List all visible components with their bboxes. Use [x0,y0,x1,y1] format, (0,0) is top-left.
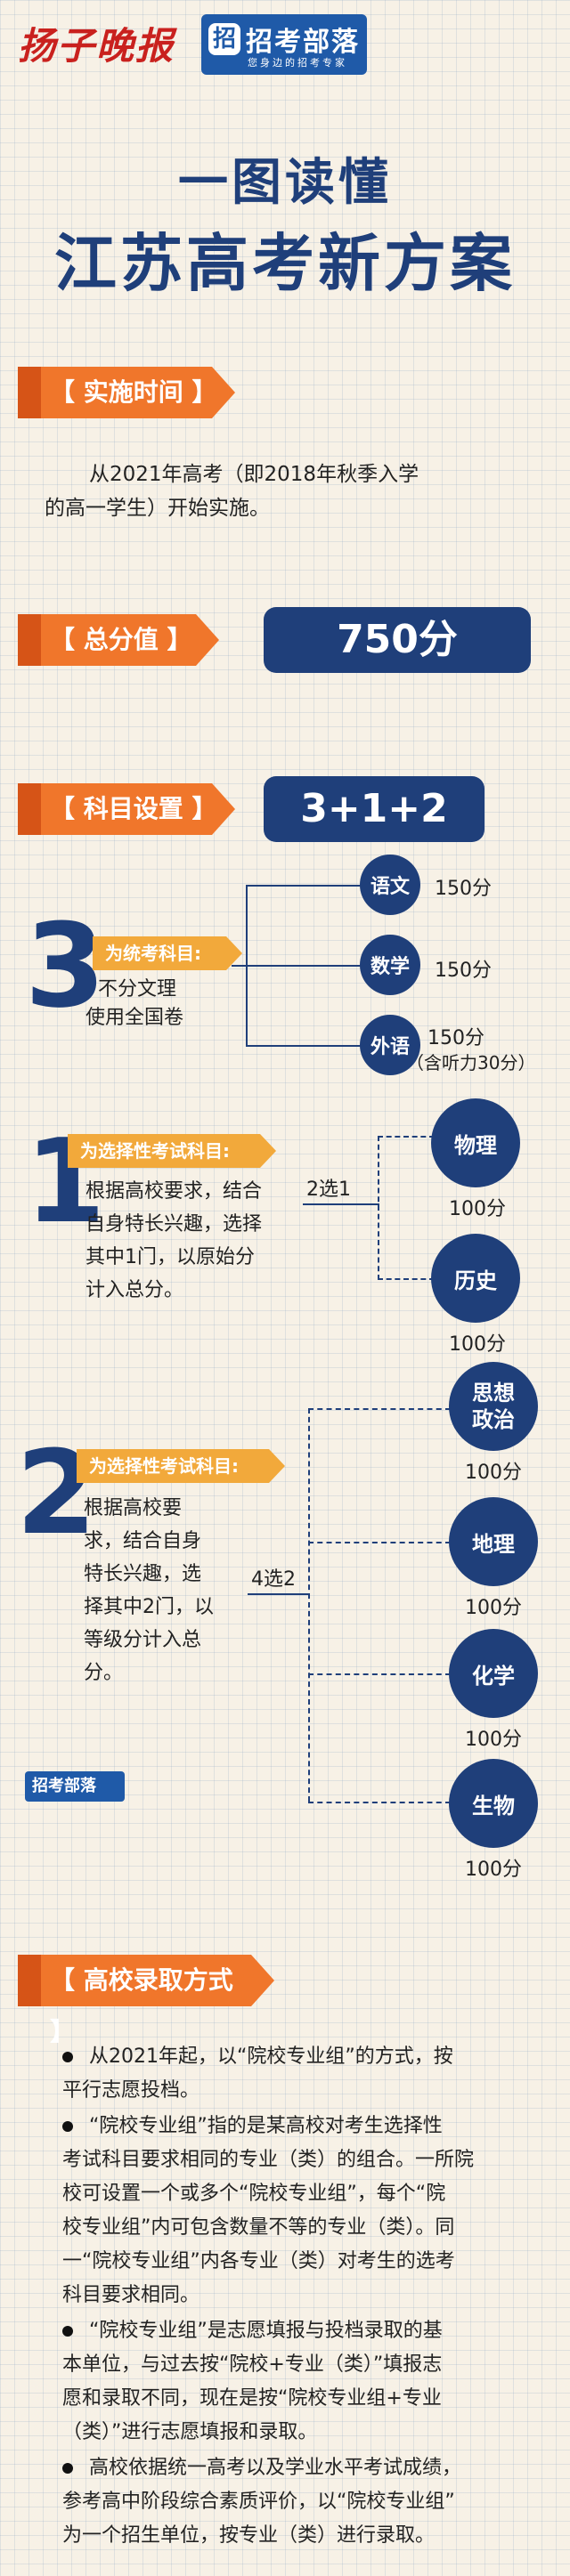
watermark-logo: 招考部落 [25,1771,125,1802]
group3-branch-2 [246,965,362,967]
page-title-line1: 一图读懂 [178,154,392,212]
admission-p4-line: 参考高中阶段综合素质评价，以“院校专业组” [62,2491,455,2513]
group1-label: 为选择性考试科目: [68,1134,276,1168]
group3-number: 3 [25,898,106,1033]
group3-note-2: 使用全国卷 [86,1007,184,1029]
group1-desc-line: 根据高校要求，结合 [86,1180,263,1203]
bullet-icon [62,2463,73,2474]
admission-p2-line: 考试科目要求相同的专业（类）的组合。一所院 [62,2149,475,2171]
group1-dash-branch-1 [378,1136,435,1138]
subject-physics-score: 100分 [449,1198,506,1220]
admission-p1-line: 平行志愿投档。 [62,2079,200,2102]
group3-branch-3 [246,1045,362,1047]
subject-biology-score: 100分 [465,1859,522,1881]
section-tag-total: 【 总分值 】 [18,614,219,666]
admission-p3-line: “院校专业组”是志愿填报与投档录取的基 [89,2320,443,2342]
group2-dash-branch-2 [308,1542,451,1543]
group2-desc-line: 根据高校要 [84,1497,183,1519]
admission-p4-line: 为一个招生单位，按专业（类）进行录取。 [62,2524,436,2547]
section-tag-implementation: 【 实施时间 】 [18,367,235,418]
subject-politics-line1: 思想 [472,1381,515,1405]
subject-politics-score: 100分 [465,1462,522,1484]
zhaokao-logo-icon: 招 [208,23,240,55]
group2-desc-line: 分。 [84,1662,124,1684]
admission-p3-line: 愿和录取不同，现在是按“院校专业组+专业 [62,2387,442,2410]
group2-dash-branch-3 [308,1673,451,1675]
subject-history-score: 100分 [449,1333,506,1356]
group1-dash-branch-2 [378,1278,435,1280]
group1-description: 根据高校要求，结合 自身特长兴趣，选择 其中1门，以原始分 计入总分。 [86,1175,262,1307]
admission-paragraph-3: “院校专业组”是志愿填报与投档录取的基 本单位，与过去按“院校+专业（类）”填报… [62,2314,561,2450]
admission-p3-line: 本单位，与过去按“院校+专业（类）”填报志 [62,2353,443,2376]
group2-label: 为选择性考试科目: [77,1449,285,1483]
group2-dash-branch-4 [308,1802,451,1803]
group1-dash-vertical [378,1136,379,1280]
subject-chinese-score: 150分 [435,878,492,900]
subject-chinese-circle: 语文 [360,855,420,915]
subject-foreign-circle: 外语 [360,1015,420,1075]
group3-label: 为统考科目: [93,936,242,970]
group2-dash-branch-1 [308,1408,451,1410]
subject-foreign-note: （含听力30分） [406,1052,536,1073]
subject-biology-circle: 生物 [449,1759,538,1848]
subject-politics-circle: 思想 政治 [449,1362,538,1451]
subject-geography-score: 100分 [465,1597,522,1619]
bullet-icon [62,2326,73,2337]
group1-choice-underline [303,1203,379,1205]
page-title-line2: 江苏高考新方案 [54,227,516,300]
admission-p2-line: “院校专业组”指的是某高校对考生选择性 [89,2115,443,2137]
group2-choice: 4选2 [251,1568,296,1591]
subject-math-circle: 数学 [360,935,420,995]
zhaokao-logo: 招 招考部落 您身边的招考专家 [201,14,367,75]
subject-physics-circle: 物理 [431,1098,520,1187]
admission-p4-line: 高校依据统一高考以及学业水平考试成绩， [89,2457,462,2479]
admission-paragraph-2: “院校专业组”指的是某高校对考生选择性 考试科目要求相同的专业（类）的组合。一所… [62,2110,561,2313]
subject-geography-circle: 地理 [449,1497,538,1586]
group3-bracket-stub [232,965,246,967]
bullet-icon [62,2121,73,2132]
admission-p3-line: （类）”进行志愿填报和录取。 [62,2421,318,2443]
admission-paragraph-1: 从2021年起，以“院校专业组”的方式，按 平行志愿投档。 [62,2040,561,2108]
subject-politics-line2: 政治 [472,1407,515,1432]
admission-p1-line: 从2021年起，以“院校专业组”的方式，按 [89,2045,453,2068]
admission-p2-line: 科目要求相同。 [62,2284,200,2306]
group1-desc-line: 计入总分。 [86,1279,184,1301]
subject-foreign-score: 150分 [428,1027,484,1049]
group1-choice: 2选1 [306,1179,351,1201]
group2-desc-line: 择其中2门，以 [84,1596,214,1618]
subject-chemistry-circle: 化学 [449,1629,538,1718]
group1-desc-line: 其中1门，以原始分 [86,1246,255,1268]
section-tag-admission: 【 高校录取方式 】 [18,1955,274,2046]
section-tag-subjects: 【 科目设置 】 [18,783,235,835]
admission-p2-line: 一“院校专业组”内各专业（类）对考生的选考 [62,2250,455,2272]
subject-math-score: 150分 [435,960,492,982]
group2-desc-line: 等级分计入总 [84,1629,202,1651]
admission-p2-line: 校专业组”内可包含数量不等的专业（类）。同 [62,2216,455,2239]
group2-desc-line: 特长兴趣，选 [84,1563,202,1585]
implementation-text-1: 从2021年高考（即2018年秋季入学 [89,463,419,486]
formula-badge: 3+1+2 [264,776,484,842]
newspaper-logo: 扬子晚报 [18,24,175,68]
subject-chemistry-score: 100分 [465,1729,522,1751]
group2-description: 根据高校要 求，结合自身 特长兴趣，选 择其中2门，以 等级分计入总 分。 [84,1492,214,1689]
group3-note-1: 不分文理 [98,978,177,1000]
total-score-badge: 750分 [264,607,531,673]
group3-branch-1 [246,885,362,887]
zhaokao-logo-name: 招考部落 [246,27,360,58]
group2-choice-underline [248,1593,310,1595]
group2-dash-vertical [308,1408,310,1802]
subject-history-circle: 历史 [431,1234,520,1323]
admission-p2-line: 校可设置一个或多个“院校专业组”，每个“院 [62,2183,446,2205]
group2-desc-line: 求，结合自身 [84,1530,202,1552]
implementation-text-2: 的高一学生）开始实施。 [45,497,270,520]
group1-desc-line: 自身特长兴趣，选择 [86,1213,263,1235]
admission-paragraph-4: 高校依据统一高考以及学业水平考试成绩， 参考高中阶段综合素质评价，以“院校专业组… [62,2451,561,2553]
zhaokao-logo-slogan: 您身边的招考专家 [248,57,347,69]
bullet-icon [62,2052,73,2062]
